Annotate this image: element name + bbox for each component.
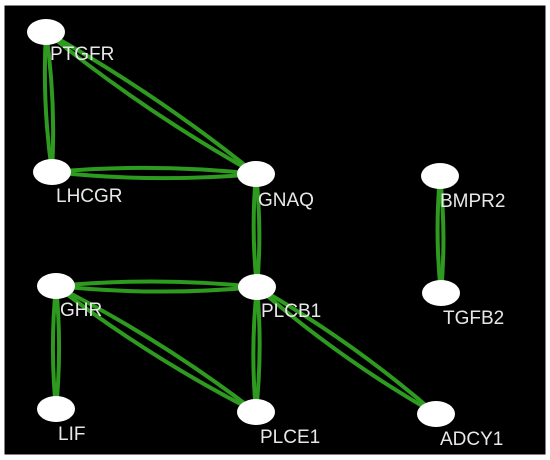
edge-plcb1-plce1-2 (251, 285, 259, 414)
node-label-plce1: PLCE1 (260, 427, 320, 448)
edge-ghr-lif-1 (54, 284, 62, 411)
edge-ghr-plce1-2 (54, 284, 258, 414)
node-label-gnaq: GNAQ (258, 190, 314, 211)
node-lhcgr[interactable] (33, 159, 71, 185)
node-layer (27, 19, 460, 427)
edge-ghr-lif-2 (50, 284, 58, 411)
node-bmpr2[interactable] (421, 163, 459, 189)
node-lif[interactable] (37, 396, 75, 422)
edge-plcb1-adcy1-1 (255, 285, 438, 416)
node-label-ptgfr: PTGFR (50, 44, 114, 65)
node-tgfb2[interactable] (422, 280, 460, 306)
edge-ptgfr-lhcgr-2 (42, 30, 54, 174)
edge-ptgfr-lhcgr-1 (44, 30, 56, 174)
edge-lhcgr-gnaq-1 (50, 165, 258, 176)
edge-lhcgr-gnaq-2 (50, 170, 258, 181)
edge-ghr-plce1-1 (54, 284, 258, 414)
node-ptgfr[interactable] (27, 19, 65, 45)
edge-ptgfr-gnaq-1 (44, 30, 258, 176)
node-label-tgfb2: TGFB2 (443, 308, 504, 329)
node-ghr[interactable] (37, 273, 75, 299)
edge-ghr-plcb1-2 (54, 284, 259, 294)
edge-ptgfr-gnaq-2 (44, 30, 258, 176)
node-label-adcy1: ADCY1 (440, 429, 503, 450)
node-gnaq[interactable] (237, 161, 275, 187)
node-plcb1[interactable] (238, 274, 276, 300)
node-label-ghr: GHR (60, 300, 102, 321)
node-label-plcb1: PLCB1 (261, 301, 321, 322)
edge-plcb1-plce1-1 (254, 285, 262, 414)
diagram-background (3, 4, 547, 456)
node-label-lif: LIF (58, 424, 85, 445)
node-adcy1[interactable] (417, 401, 455, 427)
edge-ghr-plcb1-1 (54, 279, 259, 289)
node-label-lhcgr: LHCGR (56, 186, 123, 207)
node-plce1[interactable] (237, 399, 275, 425)
edge-layer (42, 30, 446, 416)
node-label-bmpr2: BMPR2 (440, 191, 505, 212)
edge-plcb1-adcy1-2 (255, 285, 438, 416)
